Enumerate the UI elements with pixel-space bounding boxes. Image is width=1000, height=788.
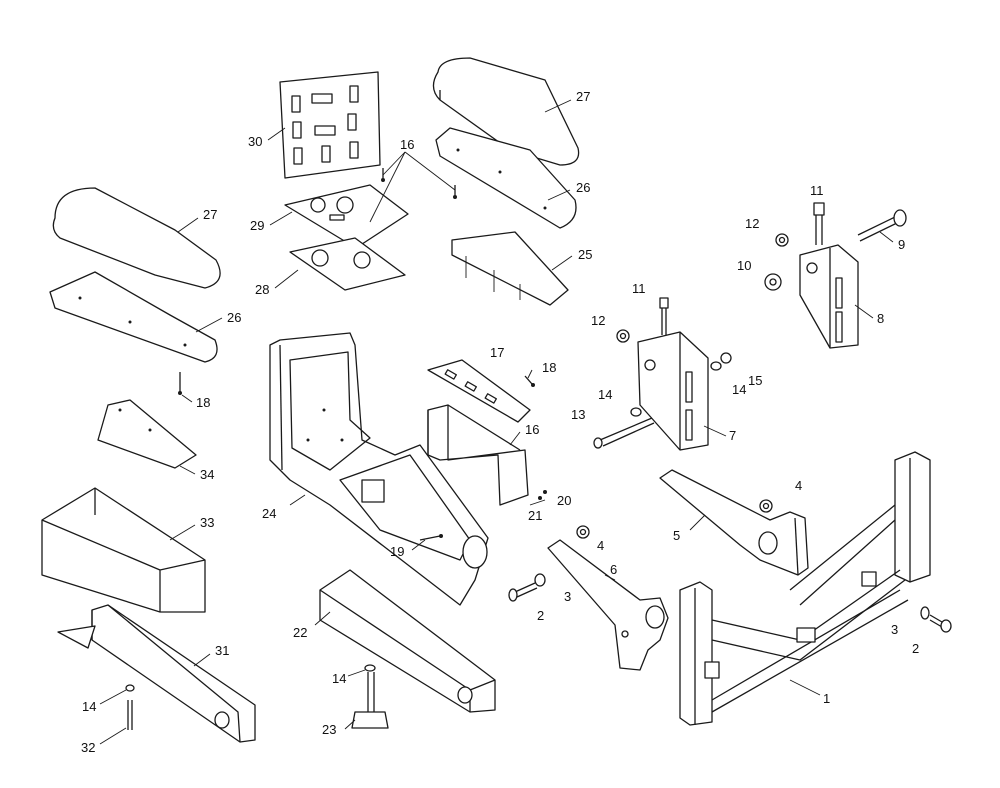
part-1-frame [679,451,931,726]
label-6: 6 [610,562,617,577]
label-2-right: 2 [912,641,919,656]
part-11-bolt-top [813,202,825,245]
label-11-mid: 11 [632,281,646,296]
label-12-mid: 12 [591,313,605,328]
label-28: 28 [255,282,269,297]
part-10-nut [764,273,782,291]
part-29-panel-plate [284,184,409,249]
part-5-arm [659,469,809,576]
label-13: 13 [571,407,585,422]
label-14-left: 14 [82,699,96,714]
part-20-21-screws [538,490,547,500]
label-14-mid: 14 [732,382,746,397]
label-12-top: 12 [745,216,759,231]
part-17-strip [427,359,531,423]
part-labels: 27 30 16 29 28 27 26 26 25 18 11 12 9 10… [81,89,919,755]
part-4-nut-mid [576,525,590,539]
label-16: 16 [400,137,414,152]
part-7-bracket [637,331,709,451]
part-2-3-bolt-right [920,606,952,633]
label-11-top: 11 [810,183,824,198]
part-27-cushion-left [52,187,221,289]
part-19-screw [419,534,443,541]
part-31-leg [57,604,256,743]
part-26-plate-left [49,271,218,363]
label-4-top: 4 [795,478,802,493]
part-11-bolt-mid [659,297,669,335]
part-4-nut-top [759,499,773,513]
label-26-left: 26 [227,310,241,325]
label-3-right: 3 [891,622,898,637]
label-18-17: 18 [542,360,556,375]
part-2-3-bolt-left [508,573,546,602]
label-1: 1 [823,691,830,706]
label-30: 30 [248,134,262,149]
label-8: 8 [877,311,884,326]
label-29: 29 [250,218,264,233]
part-30-control-panel [279,71,381,179]
part-28-bottom-plate [289,237,406,291]
part-8-bracket [799,244,859,349]
label-34: 34 [200,467,214,482]
part-18-screw-17 [524,375,535,387]
part-34-plate [97,399,197,469]
part-6-arm [547,539,669,671]
label-24: 24 [262,506,276,521]
label-4-mid: 4 [597,538,604,553]
part-25-bracket-plate [451,231,569,306]
label-26: 26 [576,180,590,195]
label-32: 32 [81,740,95,755]
label-3-left: 3 [564,589,571,604]
label-18-left: 18 [196,395,210,410]
label-23: 23 [322,722,336,737]
label-14-left-mid: 14 [598,387,612,402]
label-27-left: 27 [203,207,217,222]
label-31: 31 [215,643,229,658]
label-9: 9 [898,237,905,252]
part-16-bracket [427,404,529,506]
part-14-32-bolt-left [125,684,135,730]
part-33-box [41,487,206,613]
label-27: 27 [576,89,590,104]
part-12-nut-top [775,233,789,247]
label-25: 25 [578,247,592,262]
part-18-screws-top [369,151,457,223]
label-22: 22 [293,625,307,640]
label-16-bracket: 16 [525,422,539,437]
label-15: 15 [748,373,762,388]
label-19: 19 [390,544,404,559]
label-17: 17 [490,345,504,360]
part-12-nut-mid [616,329,630,343]
label-2-left: 2 [537,608,544,623]
part-18-screw-left [178,372,182,395]
part-22-leg [319,569,496,713]
label-20: 20 [557,493,571,508]
part-14-washers-mid [630,352,732,417]
label-21: 21 [528,508,542,523]
part-13-bolt [593,417,655,449]
leader-lines [99,99,894,745]
label-7: 7 [729,428,736,443]
label-33: 33 [200,515,214,530]
part-9-bolt [857,209,907,242]
label-10: 10 [737,258,751,273]
part-26-plate-right [435,127,577,229]
label-5: 5 [673,528,680,543]
part-23-foot [351,664,389,729]
part-27-cushion-right [432,57,580,166]
label-14-foot: 14 [332,671,346,686]
